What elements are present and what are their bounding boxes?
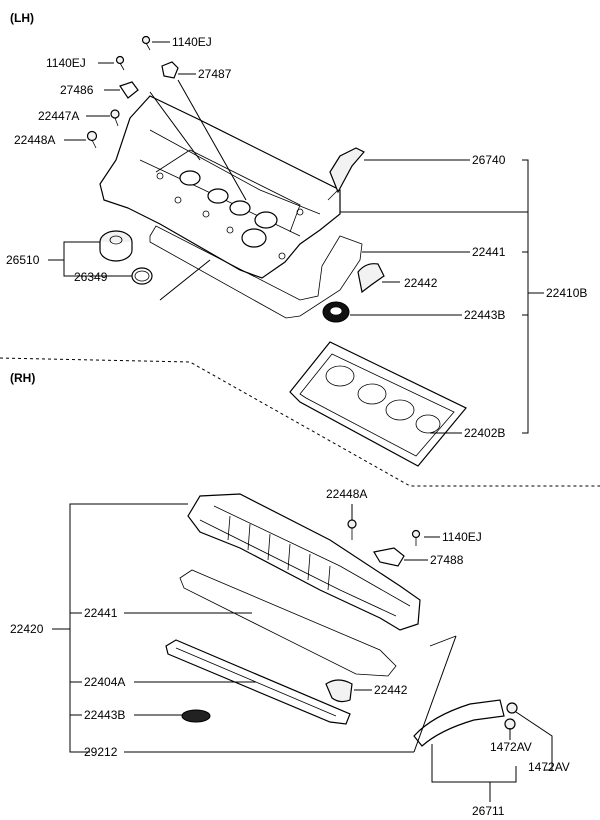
label-1140ej-rh: 1140EJ bbox=[442, 530, 482, 544]
oil-filler-cap-26510 bbox=[99, 230, 133, 262]
label-26711: 26711 bbox=[472, 804, 505, 818]
label-1472av-b: 1472AV bbox=[528, 760, 570, 774]
bracket-27486 bbox=[119, 81, 139, 99]
label-26740: 26740 bbox=[472, 153, 506, 167]
section-lh: (LH) bbox=[10, 11, 34, 25]
gasket-22441-rh bbox=[179, 569, 397, 677]
label-22443b-rh: 22443B bbox=[84, 708, 125, 722]
label-22442-rh: 22442 bbox=[374, 683, 408, 697]
plug-tube-26740 bbox=[327, 147, 365, 201]
label-22447a: 22447A bbox=[38, 109, 79, 123]
bolt-1140ej-top bbox=[141, 35, 151, 51]
label-22410b: 22410B bbox=[546, 286, 587, 300]
label-26510: 26510 bbox=[6, 253, 40, 267]
valve-cover-rh bbox=[187, 493, 421, 631]
rh-leaders bbox=[52, 503, 553, 802]
label-22442-lh: 22442 bbox=[404, 276, 438, 290]
gasket-22402b bbox=[289, 341, 467, 467]
label-22404a: 22404A bbox=[84, 675, 125, 689]
label-22441-lh: 22441 bbox=[472, 245, 506, 259]
label-22443b-lh: 22443B bbox=[464, 308, 505, 322]
label-1140ej-top: 1140EJ bbox=[172, 35, 212, 49]
seal-22443b-rh bbox=[181, 709, 211, 723]
bolt-1140ej-rh bbox=[411, 529, 421, 546]
label-27487: 27487 bbox=[198, 67, 232, 81]
hose-26711 bbox=[413, 635, 518, 747]
o-ring-26349 bbox=[131, 267, 153, 285]
bracket-27487 bbox=[161, 61, 179, 79]
label-22402b: 22402B bbox=[464, 426, 505, 440]
label-22441-rh: 22441 bbox=[84, 606, 118, 620]
section-divider bbox=[0, 357, 600, 487]
label-22448a-rh: 22448A bbox=[326, 487, 367, 501]
gasket-22441-lh bbox=[149, 225, 363, 319]
label-26349: 26349 bbox=[74, 270, 108, 284]
half-moon-seal-22442-rh bbox=[325, 679, 353, 703]
section-rh: (RH) bbox=[10, 371, 35, 385]
label-22420: 22420 bbox=[10, 622, 44, 636]
valve-cover-lh bbox=[99, 95, 341, 279]
label-1472av-a: 1472AV bbox=[490, 740, 532, 754]
lh-leaders bbox=[48, 41, 544, 434]
label-29212: 29212 bbox=[84, 745, 118, 759]
half-moon-seal-22442-lh bbox=[357, 263, 385, 294]
label-22448a-lh: 22448A bbox=[14, 133, 55, 147]
bracket-27488 bbox=[373, 547, 405, 567]
label-27486: 27486 bbox=[60, 83, 94, 97]
label-27488: 27488 bbox=[430, 553, 464, 567]
label-1140ej-left: 1140EJ bbox=[46, 56, 86, 70]
seal-22443b-lh bbox=[322, 301, 350, 323]
bolt-22447a bbox=[110, 109, 120, 127]
bolt-1140ej-left bbox=[115, 55, 125, 71]
bolt-22448a-rh bbox=[347, 519, 357, 540]
bolt-22448a-lh bbox=[86, 130, 98, 149]
